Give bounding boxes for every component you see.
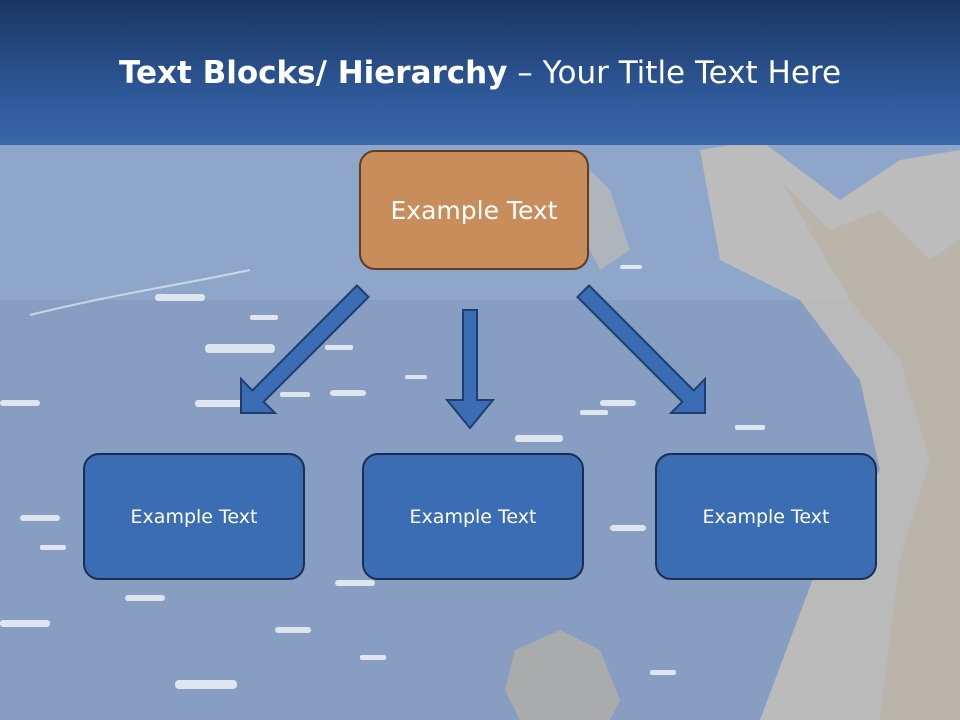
arrow-left bbox=[240, 284, 370, 414]
title-bar bbox=[0, 0, 960, 145]
child-node-label: Example Text bbox=[130, 505, 258, 528]
child-node-left[interactable]: Example Text bbox=[83, 453, 305, 580]
child-node-middle[interactable]: Example Text bbox=[362, 453, 584, 580]
arrow-right bbox=[576, 284, 706, 414]
slide-title: Text Blocks/ Hierarchy – Your Title Text… bbox=[0, 55, 960, 91]
title-rest: – Your Title Text Here bbox=[507, 55, 842, 91]
top-node[interactable]: Example Text bbox=[359, 150, 589, 270]
child-node-label: Example Text bbox=[409, 505, 537, 528]
child-node-right[interactable]: Example Text bbox=[655, 453, 877, 580]
top-node-label: Example Text bbox=[390, 195, 558, 225]
arrow-middle bbox=[444, 309, 496, 430]
child-node-label: Example Text bbox=[702, 505, 830, 528]
title-bold: Text Blocks/ Hierarchy bbox=[118, 55, 508, 91]
